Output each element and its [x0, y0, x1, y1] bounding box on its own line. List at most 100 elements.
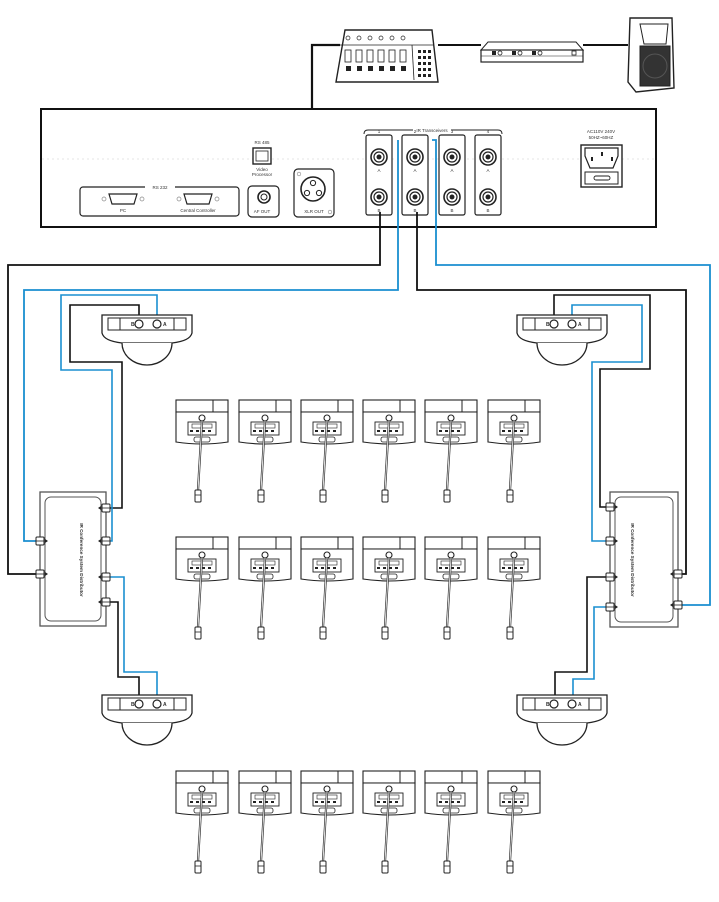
distributor-bnc-connector — [605, 502, 618, 512]
wiring — [7, 139, 711, 703]
distributor-bnc-connector — [98, 597, 111, 607]
microphone-head — [194, 860, 202, 874]
microphone-base — [510, 414, 518, 422]
dome-lens — [536, 722, 588, 746]
delegate-button — [315, 430, 318, 432]
delegate-button — [190, 567, 193, 569]
wire-br-dome-b — [554, 576, 610, 703]
microphone-head — [257, 489, 265, 503]
distributor-right: IR Conference System Distributor — [609, 491, 679, 628]
delegate-button — [445, 801, 448, 803]
delegate-button — [383, 430, 386, 432]
mixer-fader — [377, 49, 385, 63]
delegate-button — [445, 430, 448, 432]
mixer-fader — [344, 49, 352, 63]
delegate-unit-top — [424, 770, 478, 784]
delegate-button — [265, 801, 268, 803]
delegate-unit-top — [238, 770, 292, 784]
delegate-button — [208, 430, 211, 432]
delegate-button — [451, 430, 454, 432]
mixer-fader — [366, 49, 374, 63]
microphone-base — [385, 414, 393, 422]
delegate-unit-top — [487, 770, 541, 784]
delegate-button — [514, 567, 517, 569]
pc-label: PC — [120, 208, 127, 213]
wire-br-dome-a — [572, 606, 610, 703]
delegate-button — [327, 567, 330, 569]
dome-lens — [121, 342, 173, 366]
wire-tr-dome-a — [571, 304, 643, 542]
af-out-label: AF OUT — [254, 209, 271, 214]
mixer-led — [418, 56, 421, 59]
microphone-head — [443, 489, 451, 503]
delegate-button — [457, 430, 460, 432]
microphone-base — [323, 414, 331, 422]
delegate-button — [508, 430, 511, 432]
microphone-base — [198, 551, 206, 559]
wire-bl-dome-b — [106, 601, 140, 703]
microphone-head — [257, 860, 265, 874]
delegate-unit-top — [362, 536, 416, 550]
delegate-button — [271, 430, 274, 432]
delegate-unit — [362, 399, 416, 503]
port-b-label: B — [413, 208, 416, 213]
dome-port-a-label: A — [163, 702, 167, 708]
delegate-unit-top — [238, 399, 292, 413]
dome-port-b — [134, 699, 144, 709]
delegate-button — [502, 430, 505, 432]
delegate-button — [439, 567, 442, 569]
mixer-led — [418, 62, 421, 65]
delegate-unit — [175, 770, 229, 874]
delegate-button — [253, 430, 256, 432]
dome-port-b — [549, 319, 559, 329]
delegate-button — [389, 567, 392, 569]
mixer-led — [428, 62, 431, 65]
delegate-unit — [424, 770, 478, 874]
wire-port1-b-black — [7, 212, 381, 575]
audio-mixer — [335, 29, 439, 83]
delegate-button — [451, 567, 454, 569]
main-unit-rear-panel: RS 485 Video Processor RS 232 PC Central… — [40, 108, 657, 228]
delegate-button — [395, 567, 398, 569]
delegate-button — [395, 430, 398, 432]
central-controller-db9-port — [176, 193, 220, 205]
delegate-button — [196, 567, 199, 569]
microphone-base — [447, 785, 455, 793]
delegate-button — [315, 801, 318, 803]
mixer-led — [423, 56, 426, 59]
distributor-bnc-connector — [98, 503, 111, 513]
microphone-base — [447, 414, 455, 422]
delegate-button — [202, 567, 205, 569]
delegate-button — [271, 567, 274, 569]
distributor-bnc-connector — [98, 536, 111, 546]
port-b-label: B — [450, 208, 453, 213]
delegate-unit-top — [487, 536, 541, 550]
microphone-base — [323, 551, 331, 559]
delegate-button — [202, 430, 205, 432]
delegate-button — [383, 567, 386, 569]
delegate-button — [502, 801, 505, 803]
mixer-led — [423, 68, 426, 71]
microphone-base — [261, 414, 269, 422]
dome-port-a — [152, 319, 162, 329]
distributor-bnc-connector — [605, 572, 618, 582]
delegate-button — [271, 801, 274, 803]
dome-port-a — [567, 699, 577, 709]
mixer-knob — [356, 35, 362, 41]
dome-port-b — [134, 319, 144, 329]
delegate-unit-top — [424, 399, 478, 413]
wire-tl-dome-a — [60, 294, 158, 542]
delegate-button — [451, 801, 454, 803]
mixer-knob — [378, 35, 384, 41]
delegate-button — [259, 801, 262, 803]
delegate-unit-top — [175, 770, 229, 784]
mixer-button — [401, 66, 406, 71]
mixer-button — [368, 66, 373, 71]
distributor-right-label: IR Conference System Distributor — [630, 523, 635, 597]
delegate-unit — [424, 399, 478, 503]
delegate-button — [514, 801, 517, 803]
delegate-unit-top — [175, 536, 229, 550]
